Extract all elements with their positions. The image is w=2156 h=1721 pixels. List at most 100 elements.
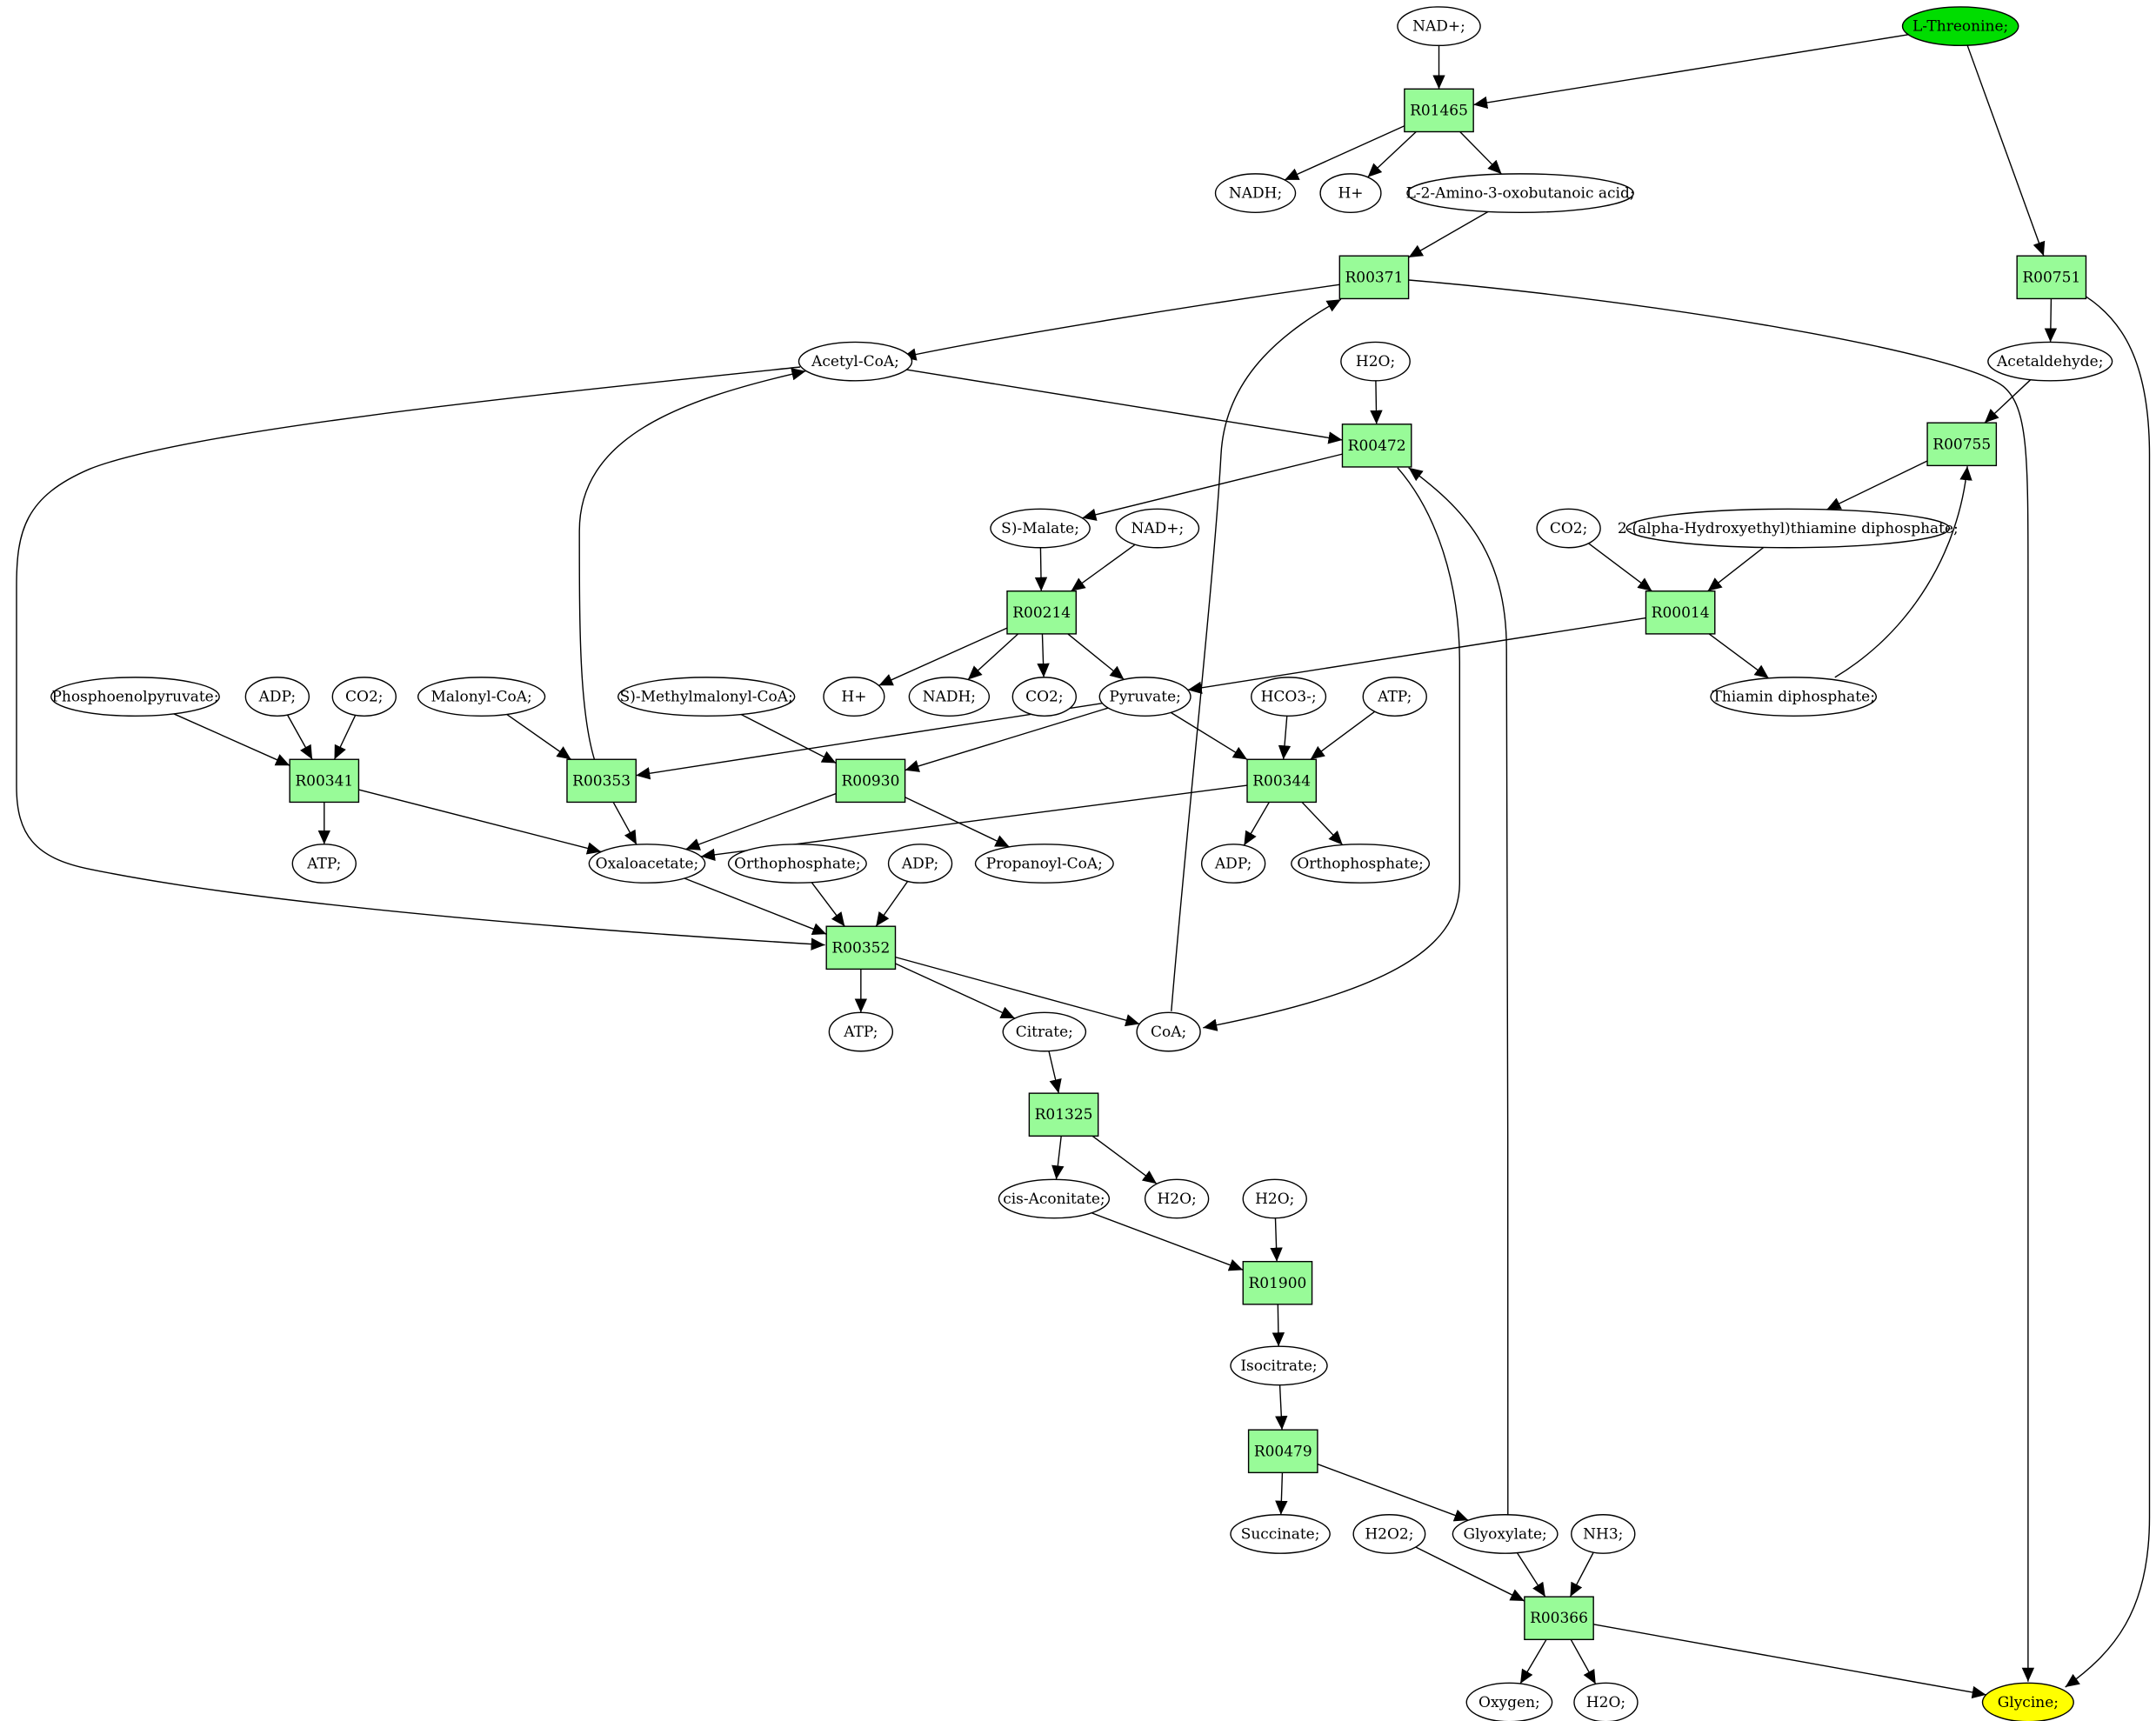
metabolite-label: S)-Methylmalonyl-CoA; <box>620 689 793 706</box>
metabolite-node-methylmalonyl-coa[interactable]: S)-Methylmalonyl-CoA; <box>617 677 796 717</box>
metabolite-node-h2o-2[interactable]: H2O; <box>1144 1178 1210 1219</box>
metabolite-label: Pyruvate; <box>1109 689 1180 706</box>
metabolite-node-co2-2[interactable]: CO2; <box>1011 677 1078 717</box>
edge-pep-to-R00341 <box>173 713 290 766</box>
metabolite-ellipse <box>1573 1682 1639 1721</box>
metabolite-ellipse <box>1987 341 2113 382</box>
reaction-node-r00352[interactable]: R00352 <box>825 925 897 971</box>
metabolite-node-co2-3[interactable]: CO2; <box>331 677 397 717</box>
reaction-node-r00014[interactable]: R00014 <box>1645 590 1716 635</box>
reaction-node-r01465[interactable]: R01465 <box>1404 88 1474 133</box>
metabolite-label: Oxygen; <box>1478 1694 1540 1711</box>
metabolite-node-thiamin-dp[interactable]: Thiamin diphosphate; <box>1710 677 1878 717</box>
metabolite-node-cis-aconitate[interactable]: cis-Aconitate; <box>998 1178 1111 1219</box>
metabolite-ellipse <box>1291 844 1431 884</box>
metabolite-ellipse <box>1230 1345 1328 1386</box>
metabolite-ellipse <box>1352 1514 1426 1554</box>
metabolite-node-oxaloacetate[interactable]: Oxaloacetate; <box>588 844 706 884</box>
edge-isocitrate-to-R00479 <box>1275 1384 1288 1431</box>
metabolite-node-h-1[interactable]: H+ <box>1319 173 1382 213</box>
metabolite-label: H+ <box>841 689 866 706</box>
metabolite-node-h-2[interactable]: H+ <box>823 677 885 717</box>
reaction-node-r01325[interactable]: R01325 <box>1028 1092 1099 1137</box>
metabolite-node-citrate[interactable]: Citrate; <box>1002 1011 1087 1052</box>
metabolite-node-glyoxylate[interactable]: Glyoxylate; <box>1452 1514 1559 1554</box>
reaction-node-r00371[interactable]: R00371 <box>1338 255 1410 300</box>
metabolite-label: Phosphoenolpyruvate; <box>51 689 218 706</box>
metabolite-node-malonyl-coa[interactable]: Malonyl-CoA; <box>417 677 546 717</box>
metabolite-node-h2o-1[interactable]: H2O; <box>1340 341 1411 382</box>
reaction-node-r00366[interactable]: R00366 <box>1524 1596 1594 1641</box>
metabolite-label: HCO3-; <box>1261 689 1317 706</box>
metabolite-node-isocitrate[interactable]: Isocitrate; <box>1230 1345 1328 1386</box>
metabolite-node-nad-1[interactable]: NAD+; <box>1397 6 1481 47</box>
metabolite-node-amino-oxobutanoate[interactable]: L-2-Amino-3-oxobutanoic acid; <box>1406 173 1635 213</box>
reaction-node-r00755[interactable]: R00755 <box>1926 422 1998 467</box>
metabolite-ellipse <box>1465 1682 1553 1721</box>
reaction-node-r01900[interactable]: R01900 <box>1242 1260 1313 1305</box>
metabolite-node-atp-2[interactable]: ATP; <box>291 844 357 884</box>
reaction-label: R00472 <box>1348 437 1406 455</box>
metabolite-ellipse <box>1710 677 1878 717</box>
metabolite-label: cis-Aconitate; <box>1003 1191 1105 1208</box>
metabolite-node-co2-1[interactable]: CO2; <box>1536 508 1601 549</box>
edge-pyruvate-to-R00353 <box>636 703 1103 780</box>
metabolite-node-nh3[interactable]: NH3; <box>1571 1514 1636 1554</box>
metabolite-label: Acetaldehyde; <box>1996 353 2103 370</box>
edge-R00344-to-orthophosphate_2 <box>1301 801 1344 846</box>
metabolite-node-h2o-3[interactable]: H2O; <box>1242 1178 1307 1219</box>
metabolite-label: Glyoxylate; <box>1464 1525 1547 1543</box>
reaction-node-r00479[interactable]: R00479 <box>1247 1429 1318 1474</box>
metabolite-node-oxygen[interactable]: Oxygen; <box>1465 1682 1553 1721</box>
metabolite-node-nadh-1[interactable]: NADH; <box>1214 173 1297 213</box>
metabolite-node-s-malate[interactable]: S)-Malate; <box>990 508 1091 549</box>
metabolite-node-orthophosphate-2[interactable]: Orthophosphate; <box>1291 844 1431 884</box>
metabolite-node-adp-3[interactable]: ADP; <box>1200 844 1266 884</box>
metabolite-node-acetaldehyde[interactable]: Acetaldehyde; <box>1987 341 2113 382</box>
metabolite-node-coa[interactable]: CoA; <box>1136 1011 1201 1052</box>
metabolite-node-propanoyl-coa[interactable]: Propanoyl-CoA; <box>974 844 1114 884</box>
edge-co2_1-to-R00014 <box>1588 543 1652 592</box>
reaction-box <box>1242 1260 1313 1305</box>
metabolite-node-nadh-2[interactable]: NADH; <box>908 677 991 717</box>
edge-glyoxylate-to-R00366 <box>1516 1552 1546 1598</box>
metabolite-node-succinate[interactable]: Succinate; <box>1230 1514 1331 1554</box>
metabolite-node-adp-1[interactable]: ADP; <box>244 677 310 717</box>
metabolite-node-adp-2[interactable]: ADP; <box>887 844 953 884</box>
reaction-node-r00341[interactable]: R00341 <box>289 758 360 804</box>
metabolite-label: Propanoyl-CoA; <box>986 856 1103 873</box>
metabolite-node-hydroxyethyl-tpp[interactable]: 2-(alpha-Hydroxyethyl)thiamine diphospha… <box>1618 508 1959 549</box>
metabolite-ellipse <box>588 844 706 884</box>
metabolite-node-pep[interactable]: Phosphoenolpyruvate; <box>50 677 220 717</box>
edge-orthophosphate_1-to-R00352 <box>811 882 845 927</box>
metabolite-ellipse <box>50 677 220 717</box>
metabolite-node-pyruvate[interactable]: Pyruvate; <box>1098 677 1191 717</box>
reaction-box <box>2016 255 2087 300</box>
metabolite-node-h2o-4[interactable]: H2O; <box>1573 1682 1639 1721</box>
metabolite-ellipse <box>1011 677 1078 717</box>
edge-glyoxylate-to-R00472 <box>1408 467 1509 1515</box>
edge-R00352-to-citrate <box>895 963 1016 1019</box>
metabolite-node-orthophosphate-1[interactable]: Orthophosphate; <box>727 844 867 884</box>
metabolite-node-l-threonine[interactable]: L-Threonine; <box>1901 6 2019 47</box>
reaction-node-r00344[interactable]: R00344 <box>1246 758 1318 804</box>
reaction-node-r00353[interactable]: R00353 <box>566 758 637 804</box>
reaction-node-r00930[interactable]: R00930 <box>835 758 906 804</box>
metabolite-node-acetyl-coa[interactable]: Acetyl-CoA; <box>798 341 913 382</box>
reaction-node-r00472[interactable]: R00472 <box>1341 424 1412 468</box>
metabolite-node-hco3[interactable]: HCO3-; <box>1251 677 1327 717</box>
metabolite-label: Orthophosphate; <box>734 856 860 873</box>
metabolite-node-atp-1[interactable]: ATP; <box>1362 677 1427 717</box>
reaction-node-r00214[interactable]: R00214 <box>1006 590 1078 635</box>
metabolite-ellipse <box>990 508 1091 549</box>
metabolite-node-nad-2[interactable]: NAD+; <box>1115 508 1200 549</box>
metabolite-label: S)-Malate; <box>1001 520 1079 537</box>
metabolite-label: H2O; <box>1586 1694 1625 1711</box>
reaction-node-r00751[interactable]: R00751 <box>2016 255 2087 300</box>
metabolite-node-atp-3[interactable]: ATP; <box>828 1011 894 1052</box>
metabolite-node-h2o2[interactable]: H2O2; <box>1352 1514 1426 1554</box>
reaction-box <box>1246 758 1318 804</box>
metabolite-node-glycine[interactable]: Glycine; <box>1981 1682 2074 1721</box>
metabolite-ellipse <box>1251 677 1327 717</box>
